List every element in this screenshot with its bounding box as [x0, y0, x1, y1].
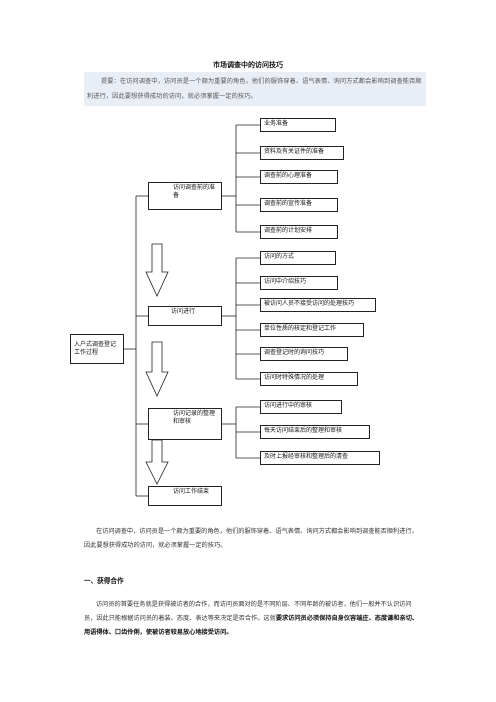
flow-stage-preparation: 访问调查前的准备 — [148, 182, 222, 210]
flow-item-business-prep: 业务准备 — [260, 118, 336, 132]
flow-stage-finish: 访问工作结束 — [148, 486, 222, 506]
page-title: 市场调查中的访问技巧 — [213, 60, 283, 69]
flow-item-documents-prep: 资料及有关证件的准备 — [260, 146, 344, 160]
section-heading: 一、获得合作 — [84, 577, 124, 585]
flow-item-intro-skill: 访问中介绍技巧 — [260, 276, 338, 290]
flow-item-interview-mode: 访问的方式 — [260, 251, 336, 265]
flow-item-inquiry-skill: 调查登记时的询问技巧 — [260, 347, 348, 361]
flow-stage-review: 访问记录的整理和审核 — [148, 408, 222, 440]
flow-item-plan: 调查前的计划安排 — [260, 225, 338, 239]
summary-block: 提要：在访问调查中，访问员是一个颇为重要的角色，他们的服饰穿着、语气表情、询问方… — [84, 72, 426, 106]
flow-root: 入户式调查登记工作过程 — [70, 334, 124, 364]
flow-item-mental-prep: 调查前的心理准备 — [260, 170, 338, 184]
section-paragraph-bold: 要求访问员必须保持自身仪容端庄、态度谦和亲切、用语得体、口齿伶俐，使被访者较易放… — [84, 615, 419, 636]
flowchart-connectors — [124, 124, 260, 497]
flow-item-publicity-prep: 调查前的宣传准备 — [260, 198, 338, 212]
flow-item-daily-review: 每天访问结束后的整理和审核 — [260, 425, 370, 439]
flow-stage-interview: 访问进行 — [148, 306, 222, 326]
flow-item-special-cases: 访问时特殊情况的处理 — [260, 372, 358, 386]
intro-paragraph: 在访问调查中，访问员是一个颇为重要的角色，他们的服饰穿着、语气表情、询问方式都会… — [84, 528, 418, 549]
section-paragraph-normal: 访问员的首要任务就是获得被访者的合作，而访问员面对的是不同阶层、不同年龄的被访者… — [84, 601, 412, 622]
flow-item-refusal-handling: 被访问人员不接受访问的处理技巧 — [260, 298, 376, 312]
flow-item-report: 及时上报经审核和整理后的清查 — [260, 451, 380, 465]
flow-item-unit-verify: 单位性质的核定和登记工作 — [260, 323, 364, 337]
flow-item-onsite-review: 访问进行中的审核 — [260, 400, 342, 414]
flowchart: 入户式调查登记工作过程 访问调查前的准备 访问进行 访问记录的整理和审核 访问工… — [70, 118, 380, 506]
section-paragraph: 访问员的首要任务就是获得被访者的合作，而访问员面对的是不同阶层、不同年龄的被访者… — [84, 598, 422, 640]
